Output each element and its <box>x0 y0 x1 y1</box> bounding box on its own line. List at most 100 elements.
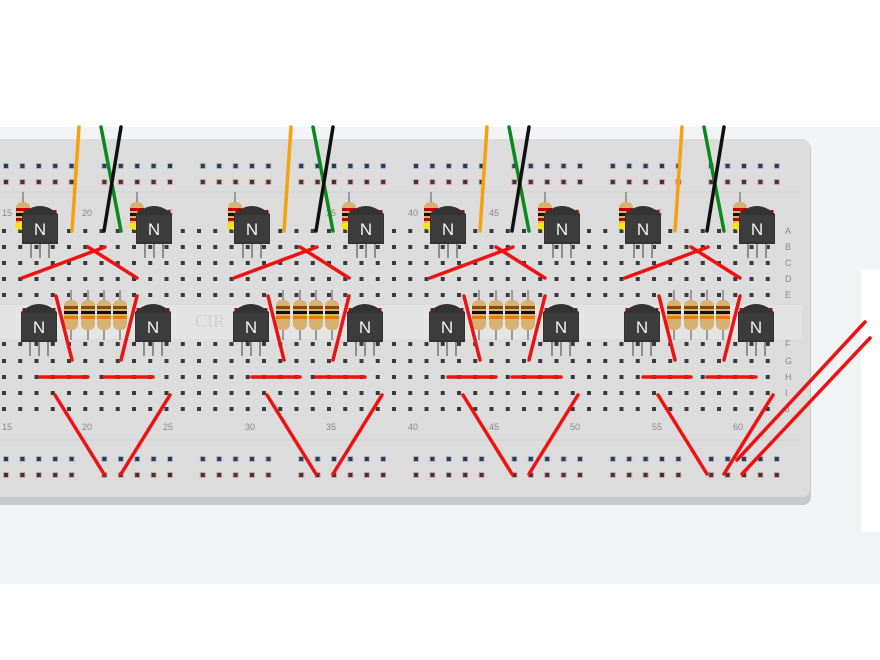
resistor[interactable] <box>700 290 714 340</box>
transistor-face <box>625 313 659 340</box>
wire-red[interactable] <box>298 245 351 280</box>
breadboard-hole <box>278 229 283 233</box>
breadboard-hole <box>327 342 331 346</box>
resistor[interactable] <box>64 290 78 340</box>
breadboard-hole <box>294 261 299 265</box>
transistor-npn[interactable]: N <box>22 206 58 258</box>
wire-red[interactable] <box>86 245 139 280</box>
breadboard-hole <box>50 277 55 281</box>
wire-orange[interactable] <box>282 125 293 233</box>
resistor[interactable] <box>113 290 127 340</box>
breadboard-hole <box>424 342 429 346</box>
transistor-npn[interactable]: N <box>136 206 172 258</box>
wire-orange[interactable] <box>478 125 489 233</box>
wire-red[interactable] <box>53 393 106 476</box>
resistor-band <box>684 306 698 309</box>
wire-red[interactable] <box>527 294 547 362</box>
transistor-npn[interactable]: N <box>739 206 775 258</box>
wires[interactable] <box>20 125 872 476</box>
resistor[interactable] <box>293 290 307 340</box>
transistor-npn[interactable]: N <box>135 304 171 356</box>
breadboard-hole <box>168 473 172 477</box>
transistor-npn[interactable]: N <box>234 206 270 258</box>
breadboard-hole <box>733 342 738 346</box>
resistor[interactable] <box>97 290 111 340</box>
breadboard-hole <box>99 407 104 411</box>
wire-red[interactable] <box>657 294 677 362</box>
breadboard-hole <box>446 180 451 184</box>
wire-red[interactable] <box>462 294 482 362</box>
resistor[interactable] <box>489 290 503 340</box>
resistor[interactable] <box>81 290 95 340</box>
wire-red[interactable] <box>119 294 139 362</box>
wire-orange[interactable] <box>673 125 684 233</box>
wire-red[interactable] <box>623 245 710 280</box>
wire-red[interactable] <box>722 393 775 476</box>
transistor-npn[interactable]: N <box>429 304 465 356</box>
resistor[interactable] <box>472 290 486 340</box>
resistor-band <box>342 208 356 211</box>
transistor-npn[interactable]: N <box>543 304 579 356</box>
wire-red-long[interactable] <box>740 336 872 476</box>
resistor[interactable] <box>276 290 290 340</box>
transistor-npn[interactable]: N <box>544 206 580 258</box>
resistor[interactable] <box>521 290 535 340</box>
breadboard-hole <box>522 229 526 233</box>
wire-red[interactable] <box>722 294 742 362</box>
transistor-npn[interactable]: N <box>233 304 269 356</box>
resistor[interactable] <box>667 290 681 340</box>
transistor-npn[interactable]: N <box>738 304 774 356</box>
wire-red[interactable] <box>331 294 351 362</box>
transistor-npn[interactable]: N <box>347 304 383 356</box>
resistor[interactable] <box>505 290 519 340</box>
breadboard-hole <box>245 375 250 379</box>
wire-black[interactable] <box>102 125 123 233</box>
wire-orange[interactable] <box>70 125 81 233</box>
breadboard-hole <box>180 293 185 297</box>
breadboard-hole <box>700 342 705 346</box>
breadboard-hole <box>99 391 104 395</box>
wire-black[interactable] <box>510 125 531 233</box>
wire-red[interactable] <box>656 393 709 476</box>
transistor-npn[interactable]: N <box>430 206 466 258</box>
resistor[interactable] <box>309 290 323 340</box>
breadboard-hole <box>774 473 779 477</box>
resistor[interactable] <box>684 290 698 340</box>
breadboard-hole <box>440 293 445 297</box>
wire-black[interactable] <box>705 125 726 233</box>
wire-red[interactable] <box>119 393 172 476</box>
wire-red[interactable] <box>689 245 742 280</box>
breadboard-hole <box>414 473 418 477</box>
wire-red[interactable] <box>428 245 515 280</box>
breadboard-hole <box>774 164 779 168</box>
wire-red[interactable] <box>266 294 286 362</box>
breadboard-hole <box>758 457 763 461</box>
transistor-npn[interactable]: N <box>624 304 660 356</box>
wire-red[interactable] <box>20 245 107 280</box>
breadboard-hole <box>587 261 591 265</box>
breadboard-hole <box>343 245 348 249</box>
breadboard-hole <box>479 457 484 461</box>
wire-red[interactable] <box>232 245 319 280</box>
resistor[interactable] <box>325 290 339 340</box>
breadboard-hole <box>315 457 320 461</box>
resistor[interactable] <box>716 290 730 340</box>
breadboard-hole <box>375 391 380 395</box>
transistor-npn[interactable]: N <box>625 206 661 258</box>
breadboard-hole <box>758 164 763 168</box>
wire-red[interactable] <box>265 393 318 476</box>
wire-red[interactable] <box>494 245 547 280</box>
wire-black[interactable] <box>314 125 335 233</box>
transistor-npn[interactable]: N <box>348 206 384 258</box>
wire-red[interactable] <box>331 393 384 476</box>
transistor-npn[interactable]: N <box>21 304 57 356</box>
resistor-band <box>81 311 95 314</box>
wire-red[interactable] <box>461 393 514 476</box>
wire-red-long[interactable] <box>735 320 867 462</box>
wire-red[interactable] <box>527 393 580 476</box>
wire-red[interactable] <box>54 294 74 362</box>
resistor-band <box>309 306 323 309</box>
